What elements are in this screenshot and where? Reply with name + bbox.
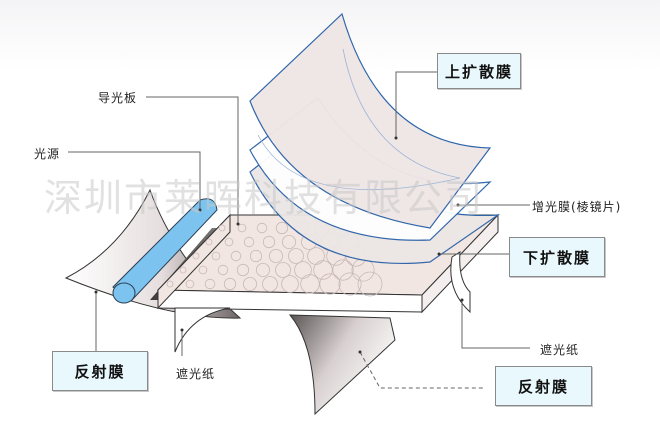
watermark: 深圳市莱晖科技有限公司 [44, 176, 485, 220]
dot [255, 262, 270, 277]
label-upper-diffuser: 上扩散膜 [437, 53, 521, 89]
dot [237, 223, 247, 233]
leader-lines [68, 71, 530, 389]
dot [275, 221, 289, 235]
label-light-guide-plate: 导光板 [98, 91, 138, 105]
dot [268, 248, 283, 263]
dot [166, 280, 174, 288]
dot [192, 252, 200, 260]
dot [357, 271, 383, 297]
dot [300, 274, 320, 294]
dot [319, 273, 341, 295]
label-lower-diffuser: 下扩散膜 [509, 237, 605, 277]
label-shading-paper-right: 遮光纸 [540, 343, 580, 357]
dot [332, 259, 354, 281]
dot [204, 278, 216, 290]
light-guide-plate-left [157, 213, 231, 310]
dot [198, 265, 208, 275]
dot [211, 251, 221, 261]
light-guide-dot-pattern [166, 219, 383, 297]
dot [230, 250, 242, 262]
dot [338, 272, 362, 296]
dot [288, 248, 304, 264]
dot [179, 266, 187, 274]
dot [223, 277, 237, 291]
dot [313, 260, 333, 280]
dot [236, 263, 250, 277]
dot [249, 249, 263, 263]
dot [185, 279, 195, 289]
leader-upper-diffuser [395, 71, 437, 138]
label-reflector-left: 反射膜 [52, 351, 148, 391]
dot [205, 238, 213, 246]
dot [281, 234, 296, 249]
dot [217, 264, 229, 276]
label-prism-film: 增光膜(棱镜片) [532, 200, 622, 214]
dot [242, 276, 257, 291]
label-shading-paper-left: 遮光纸 [176, 367, 216, 381]
dot [243, 236, 255, 248]
leader-light-source [68, 151, 201, 210]
leader-light-guide [146, 96, 239, 224]
leader-reflector-bottom [359, 351, 485, 389]
dot [262, 276, 278, 292]
dot [275, 262, 291, 278]
dot [262, 235, 276, 249]
label-reflector-bottom: 反射膜 [495, 366, 592, 406]
leader-shading-right [461, 300, 530, 349]
shading-paper-right-sheet [450, 251, 471, 314]
dot [224, 237, 234, 247]
upper-diffuser-film [249, 12, 492, 229]
dot [256, 222, 268, 234]
lamp-tube [112, 198, 218, 304]
dot [218, 224, 226, 232]
reflector-sheet-bottom [288, 314, 396, 416]
label-light-source: 光源 [34, 147, 61, 161]
dot [281, 275, 299, 293]
shading-paper-left-sheet [174, 307, 231, 353]
